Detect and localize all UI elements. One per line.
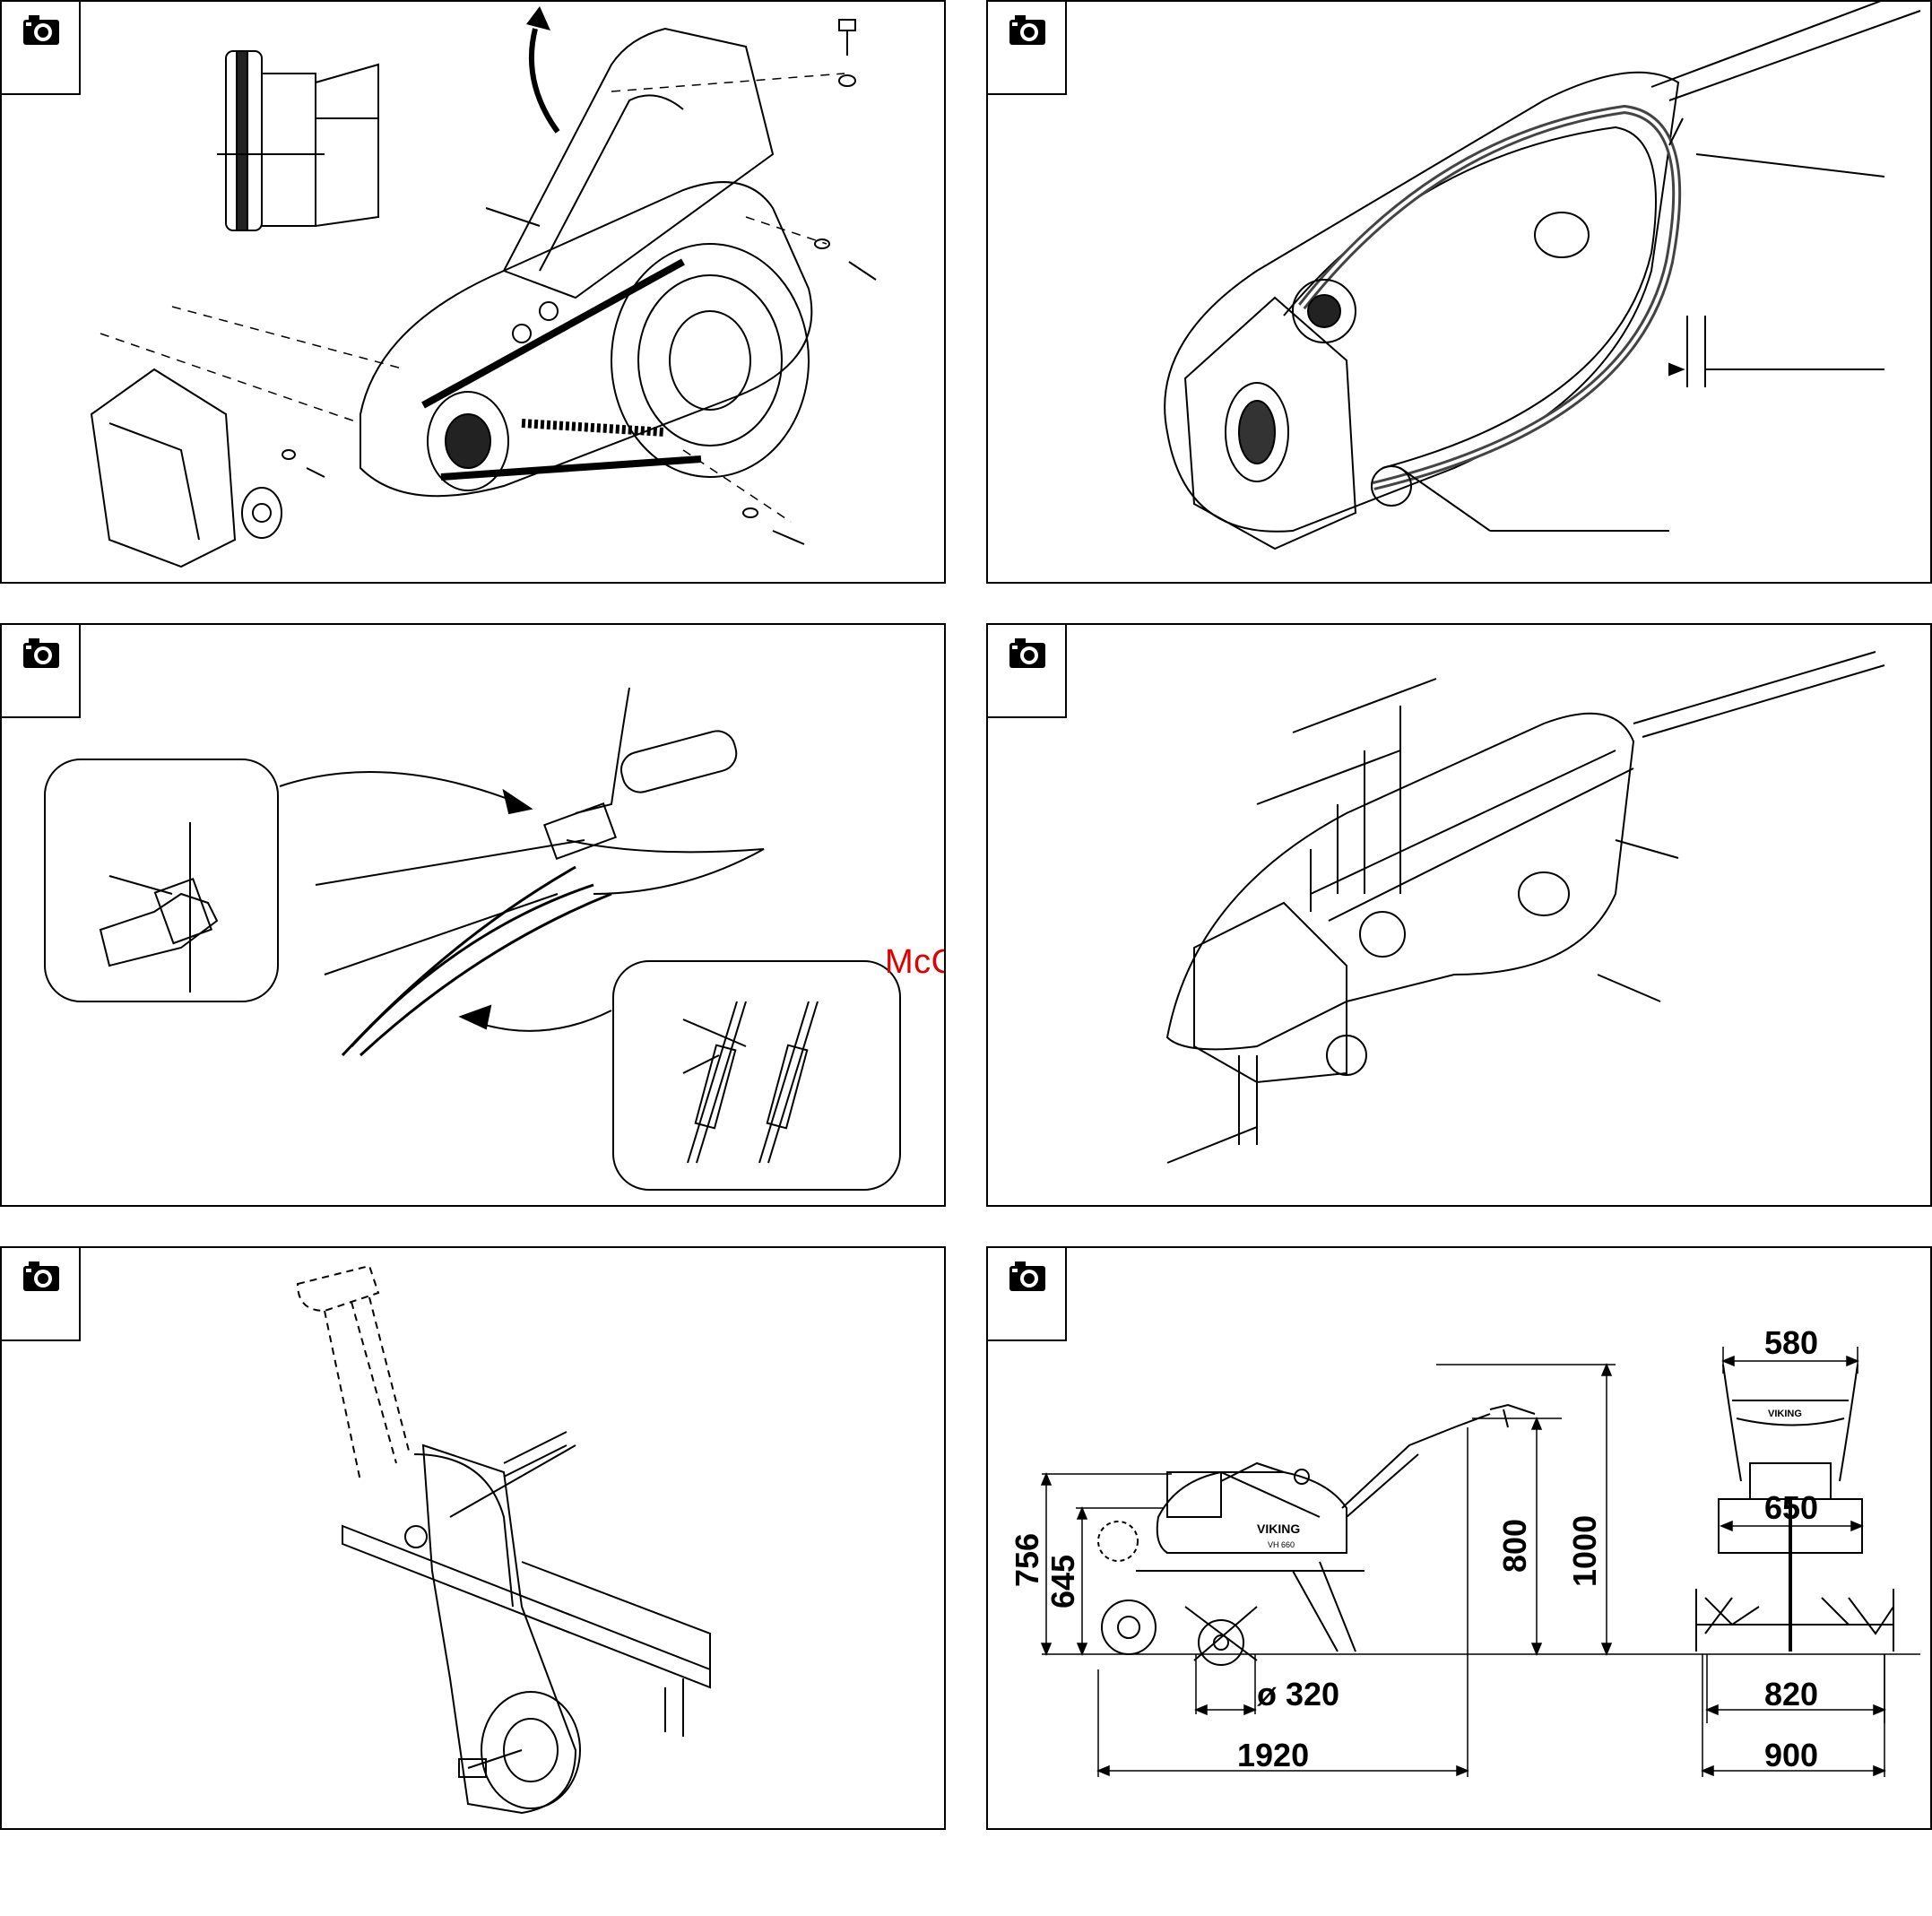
belt-housing — [1165, 73, 1678, 532]
gear-housing — [414, 1445, 580, 1813]
panel-belt-tension — [986, 0, 1932, 584]
dim-320: ø 320 — [1257, 1676, 1339, 1712]
dim-580: 580 — [1764, 1324, 1818, 1361]
watermark: McGrp.Ru — [885, 943, 946, 982]
mounting-bracket — [91, 369, 282, 567]
pulley-inset — [217, 51, 378, 230]
viking-logo-front: VIKING — [1768, 1409, 1802, 1419]
handle-mount-dashed — [298, 1266, 410, 1481]
belt-cover — [486, 29, 773, 298]
control-rods — [1598, 652, 1884, 1001]
dimensions-illustration: VIKING VH 660 VIKING — [988, 1248, 1932, 1830]
frame-rails — [342, 1526, 710, 1737]
viking-logo: VIKING — [1257, 1522, 1300, 1536]
control-rods — [1651, 2, 1920, 100]
lift-arrow — [532, 29, 558, 132]
adjuster-inset-right — [613, 961, 900, 1190]
tiller-side-view — [1098, 1405, 1535, 1665]
handlebar — [316, 688, 764, 1055]
shafts — [405, 1432, 576, 1548]
panel-gearbox — [0, 1246, 946, 1830]
dim-645: 645 — [1044, 1555, 1081, 1608]
dim-1920: 1920 — [1237, 1737, 1309, 1773]
adjuster-inset-left — [45, 759, 278, 1001]
pulley-guard — [1185, 298, 1411, 549]
belt-cover-illustration — [2, 2, 946, 584]
panel-belt-cover — [0, 0, 946, 584]
dimension-lines — [1042, 1347, 1884, 1777]
dim-820: 820 — [1764, 1676, 1818, 1712]
belt-tension-illustration — [988, 2, 1932, 584]
dim-900: 900 — [1764, 1737, 1818, 1773]
panel-dimensions: VIKING VH 660 VIKING — [986, 1246, 1932, 1830]
pulley-guard — [1194, 903, 1366, 1082]
gearbox-illustration — [2, 1248, 946, 1830]
dim-650: 650 — [1764, 1489, 1818, 1526]
panel-cable-routing — [986, 623, 1932, 1207]
dim-1000: 1000 — [1566, 1515, 1603, 1587]
dim-756: 756 — [1009, 1533, 1045, 1587]
model-label: VH 660 — [1268, 1540, 1295, 1549]
callout-arrow — [280, 772, 522, 804]
cable-adjust-illustration — [2, 625, 946, 1207]
cable-routing-illustration — [988, 625, 1932, 1207]
panel-cable-adjust: McGrp.Ru — [0, 623, 946, 1207]
belt-housing — [360, 182, 811, 496]
dim-800: 800 — [1496, 1519, 1533, 1573]
